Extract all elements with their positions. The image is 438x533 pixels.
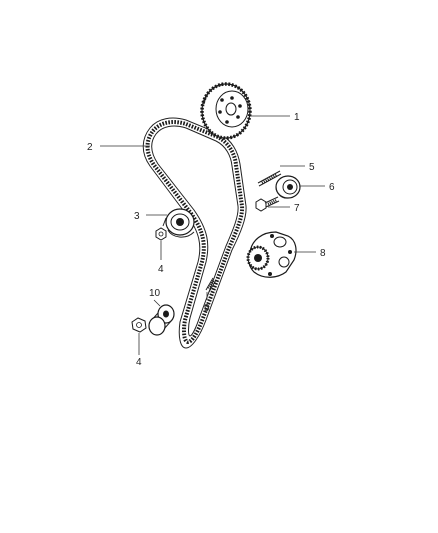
guide-roller	[148, 304, 175, 336]
callout-10: 10	[149, 288, 161, 299]
idler-pulley	[275, 175, 301, 199]
leader-lines	[100, 115, 325, 355]
tensioner-pulley	[162, 208, 195, 238]
callout-2: 2	[87, 142, 93, 153]
callout-9: 9	[204, 303, 210, 314]
callout-4-upper: 4	[158, 264, 164, 275]
callout-8: 8	[320, 248, 326, 259]
callout-7: 7	[294, 203, 300, 214]
callout-3: 3	[134, 211, 140, 222]
roller-nut	[131, 317, 147, 333]
tensioner-nut	[155, 227, 167, 241]
callout-1: 1	[294, 112, 300, 123]
callout-6: 6	[329, 182, 335, 193]
camshaft-sprocket	[200, 82, 252, 140]
water-pump	[246, 231, 297, 278]
bolt	[255, 196, 280, 212]
leader-10	[153, 299, 161, 307]
callout-4-lower: 4	[136, 357, 142, 368]
callout-5: 5	[309, 162, 315, 173]
stud-lower	[205, 277, 217, 293]
callout-labels: 1 2 3 4 5 6 7 8 9 10 4	[87, 112, 335, 368]
stud	[257, 170, 282, 187]
